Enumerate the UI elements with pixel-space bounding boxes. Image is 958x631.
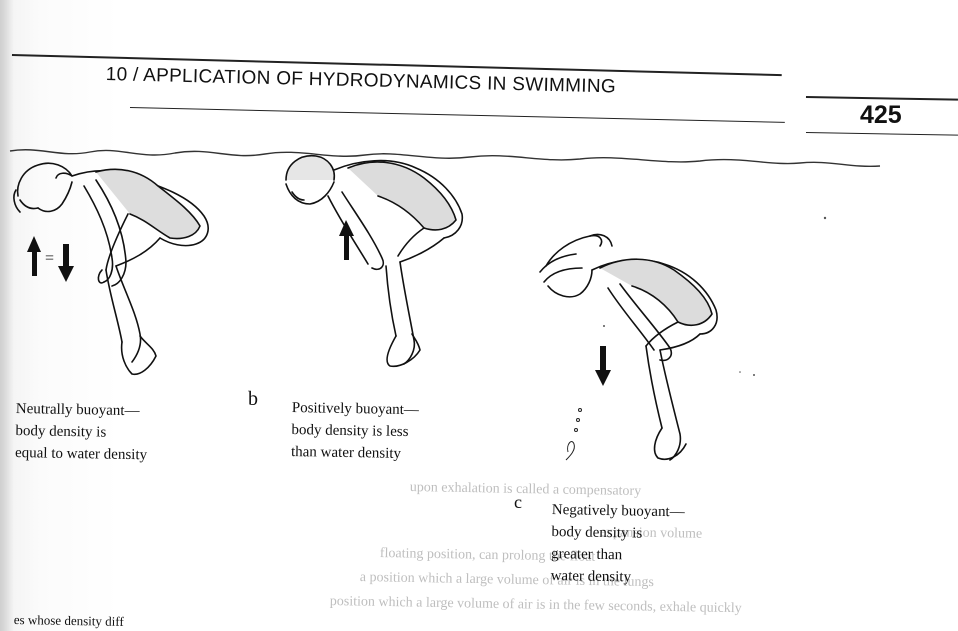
up-arrow bbox=[27, 236, 41, 276]
caption-line: greater than bbox=[551, 543, 684, 567]
caption-line: than water density bbox=[291, 441, 418, 465]
down-arrow-negative bbox=[595, 346, 611, 386]
water-surface-line bbox=[10, 150, 880, 167]
caption-line: Positively buoyant— bbox=[292, 397, 419, 421]
caption-line: Neutrally buoyant— bbox=[16, 398, 148, 422]
swimmer-neutral-illustration bbox=[14, 163, 208, 374]
caption-neutral: Neutrally buoyant— body density is equal… bbox=[15, 398, 148, 466]
panel-letter-b: b bbox=[248, 388, 258, 411]
panel-letter-c: c bbox=[514, 492, 522, 513]
caption-negative: Negatively buoyant— body density is grea… bbox=[550, 499, 684, 589]
swimmer-negative-illustration bbox=[540, 234, 717, 460]
swimmer-positive-illustration bbox=[286, 156, 462, 367]
caption-line: equal to water density bbox=[15, 442, 147, 466]
air-bubbles bbox=[566, 409, 582, 461]
caption-line: body density is bbox=[15, 420, 147, 444]
down-arrow bbox=[58, 244, 74, 282]
caption-line: water density bbox=[550, 565, 683, 589]
caption-line: body density is bbox=[551, 521, 684, 545]
caption-line: body density is less bbox=[291, 419, 418, 443]
caption-line: Negatively buoyant— bbox=[552, 499, 685, 523]
equal-sign: = bbox=[45, 250, 54, 267]
page-specks bbox=[603, 217, 826, 376]
caption-positive: Positively buoyant— body density is less… bbox=[291, 397, 419, 465]
up-arrow-positive bbox=[339, 220, 354, 260]
